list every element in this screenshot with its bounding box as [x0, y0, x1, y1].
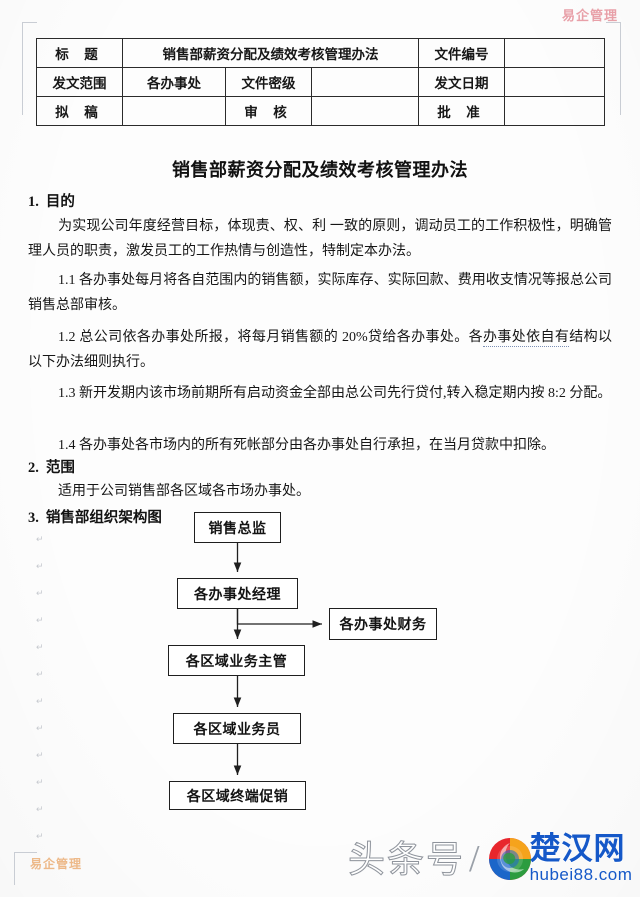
- cell-value-drafter: [122, 96, 226, 126]
- section-heading-purpose: 1. 目的: [28, 190, 75, 211]
- cell-value-title: 销售部薪资分配及绩效考核管理办法: [121, 38, 420, 68]
- site-identity: 楚汉网 hubei88.com: [530, 833, 633, 885]
- cell-label-secrecy: 文件密级: [225, 67, 312, 97]
- section-number: 1.: [28, 194, 39, 210]
- page-title: 销售部薪资分配及绩效考核管理办法: [172, 160, 468, 180]
- paragraph-text-before: 总公司依各办事处所报，将每月销售额的 20%贷给各办事处。各: [79, 330, 483, 345]
- paragraph-mark: ↵: [36, 831, 44, 841]
- section-heading-org-chart: 3. 销售部组织架构图: [28, 506, 162, 527]
- paragraph-1-3: 1.3 新开发期内该市场前期所有启动资金全部由总公司先行贷付,转入稳定期内按 8…: [28, 381, 612, 406]
- connector-manager-to-finance: [236, 609, 322, 628]
- paragraph-text-after: 结构以以下办法细则执行。: [28, 330, 612, 370]
- paragraph-number: 1.1: [58, 273, 76, 288]
- document-header-table: 标 题 销售部薪资分配及绩效考核管理办法 文件编号 发文范围 各办事处 文件密级…: [36, 38, 606, 126]
- section-label: 范围: [45, 460, 75, 476]
- section-number: 2.: [28, 460, 39, 476]
- paragraph-mark: ↵: [36, 615, 44, 625]
- paragraph-mark: ↵: [36, 534, 44, 544]
- cell-value-scope: 各办事处: [122, 67, 226, 97]
- cell-value-approver: [504, 96, 606, 126]
- section-label: 目的: [45, 194, 75, 210]
- paragraph-mark: ↵: [36, 777, 44, 787]
- globe-icon: [486, 835, 534, 883]
- paragraph-mark: ↵: [36, 669, 44, 679]
- paragraph-mark: ↵: [36, 723, 44, 733]
- page-margin-mark-bottom-left: [14, 852, 37, 885]
- table-row: 标 题 销售部薪资分配及绩效考核管理办法 文件编号: [36, 38, 606, 68]
- org-box-region-salesperson: 各区域业务员: [173, 713, 301, 744]
- section-label: 销售部组织架构图: [45, 510, 162, 526]
- paragraph-mark: ↵: [36, 588, 44, 598]
- cell-label-doc-number: 文件编号: [418, 38, 506, 68]
- paragraph-1-4: 1.4 各办事处各市场内的所有死帐部分由各办事处自行承担，在当月贷款中扣除。: [28, 433, 612, 458]
- page-margin-mark-top-left: [22, 22, 37, 115]
- site-url: hubei88.com: [529, 865, 633, 885]
- site-name: 楚汉网: [529, 831, 626, 867]
- cell-label-approver: 批 准: [418, 96, 506, 126]
- paragraph-text: 为实现公司年度经营目标，体现责、权、利 一致的原则，调动员工的工作积极性，明确管…: [28, 219, 612, 259]
- cell-value-issue-date: [504, 67, 606, 97]
- org-box-sales-director: 销售总监: [194, 512, 281, 543]
- cell-value-reviewer: [310, 96, 420, 126]
- paragraph-1-1: 1.1 各办事处每月将各自范围内的销售额，实际库存、实际回款、费用收支情况等报总…: [28, 268, 612, 318]
- paragraph-1-2: 1.2 总公司依各办事处所报，将每月销售额的 20%贷给各办事处。各办事处依自有…: [28, 325, 612, 375]
- paragraph-mark: ↵: [36, 804, 44, 814]
- table-row: 发文范围 各办事处 文件密级 发文日期: [36, 67, 606, 97]
- paragraph-mark: ↵: [36, 750, 44, 760]
- brand-headline: 头条号: [348, 838, 465, 880]
- cell-value-doc-number: [504, 38, 606, 68]
- paragraph-mark: ↵: [36, 642, 44, 652]
- section-heading-scope: 2. 范围: [28, 456, 75, 477]
- org-box-office-finance: 各办事处财务: [329, 608, 437, 640]
- cell-label-reviewer: 审 核: [225, 96, 312, 126]
- brand-strip: 头条号 / 楚汉网 hubei88.com: [348, 828, 634, 890]
- paragraph-scope: 适用于公司销售部各区域各市场办事处。: [28, 479, 612, 504]
- paragraph-text: 新开发期内该市场前期所有启动资金全部由总公司先行贷付,转入稳定期内按 8:2 分…: [79, 386, 612, 401]
- paragraph-number: 1.4: [58, 438, 76, 453]
- org-box-region-promoter: 各区域终端促销: [169, 781, 306, 810]
- cell-label-scope: 发文范围: [36, 67, 123, 97]
- table-row: 拟 稿 审 核 批 准: [36, 96, 606, 126]
- paragraph-mark: ↵: [36, 696, 44, 706]
- cell-label-title: 标 题: [36, 38, 123, 68]
- cell-value-secrecy: [310, 67, 420, 97]
- paragraph-number: 1.2: [58, 330, 76, 345]
- brand-separator: /: [469, 838, 480, 880]
- cell-label-drafter: 拟 稿: [36, 96, 123, 126]
- watermark-bottom-left: 易企管理: [30, 857, 83, 871]
- paragraph-text: 适用于公司销售部各区域各市场办事处。: [58, 484, 310, 499]
- paragraph-mark: ↵: [36, 561, 44, 571]
- paragraph-purpose-intro: 为实现公司年度经营目标，体现责、权、利 一致的原则，调动员工的工作积极性，明确管…: [28, 214, 612, 264]
- cell-label-issue-date: 发文日期: [418, 67, 506, 97]
- page-margin-mark-top-right: [606, 22, 621, 115]
- paragraph-number: 1.3: [58, 386, 76, 401]
- section-number: 3.: [28, 510, 39, 526]
- paragraph-text: 各办事处每月将各自范围内的销售额，实际库存、实际回款、费用收支情况等报总公司销售…: [28, 273, 613, 313]
- paragraph-text: 各办事处各市场内的所有死帐部分由各办事处自行承担，在当月贷款中扣除。: [79, 438, 555, 453]
- org-box-office-manager: 各办事处经理: [177, 578, 298, 609]
- watermark-top-right: 易企管理: [561, 8, 618, 23]
- paragraph-text-spellchecked: 办事处依自有: [483, 330, 570, 347]
- org-box-region-supervisor: 各区域业务主管: [168, 645, 305, 676]
